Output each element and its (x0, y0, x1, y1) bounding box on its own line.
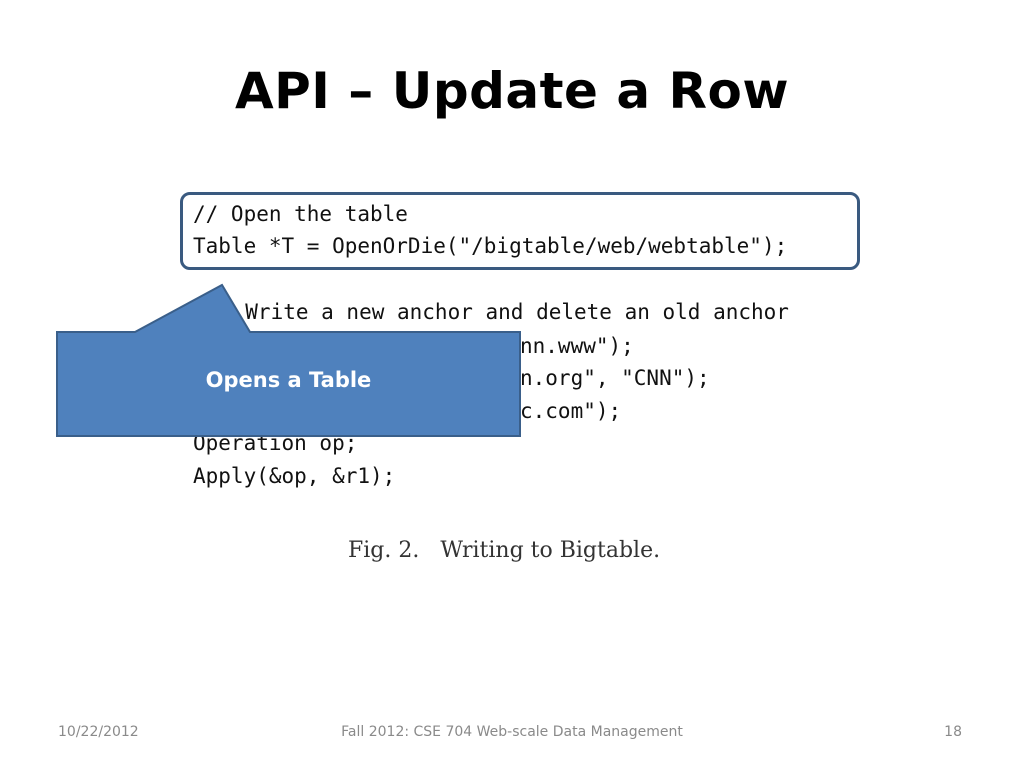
code-line: // Open the table (193, 202, 408, 226)
code-line: Apply(&op, &r1); (193, 464, 396, 488)
footer-date: 10/22/2012 (58, 724, 139, 740)
figure-caption: Fig. 2. Writing to Bigtable. (348, 538, 661, 563)
slide-title: API – Update a Row (234, 62, 790, 120)
footer-page-number: 18 (944, 724, 962, 740)
code-line: / Write a new anchor and delete an old a… (220, 300, 789, 324)
code-line: c.com"); (520, 399, 622, 423)
callout-bubble (56, 283, 521, 437)
code-line: Table *T = OpenOrDie("/bigtable/web/webt… (193, 234, 788, 258)
code-line: n.org", "CNN"); (520, 366, 710, 390)
footer-course: Fall 2012: CSE 704 Web-scale Data Manage… (341, 724, 683, 740)
code-highlight-box (180, 192, 860, 270)
callout-label: Opens a Table (205, 368, 372, 392)
code-line: nn.www"); (520, 334, 634, 358)
